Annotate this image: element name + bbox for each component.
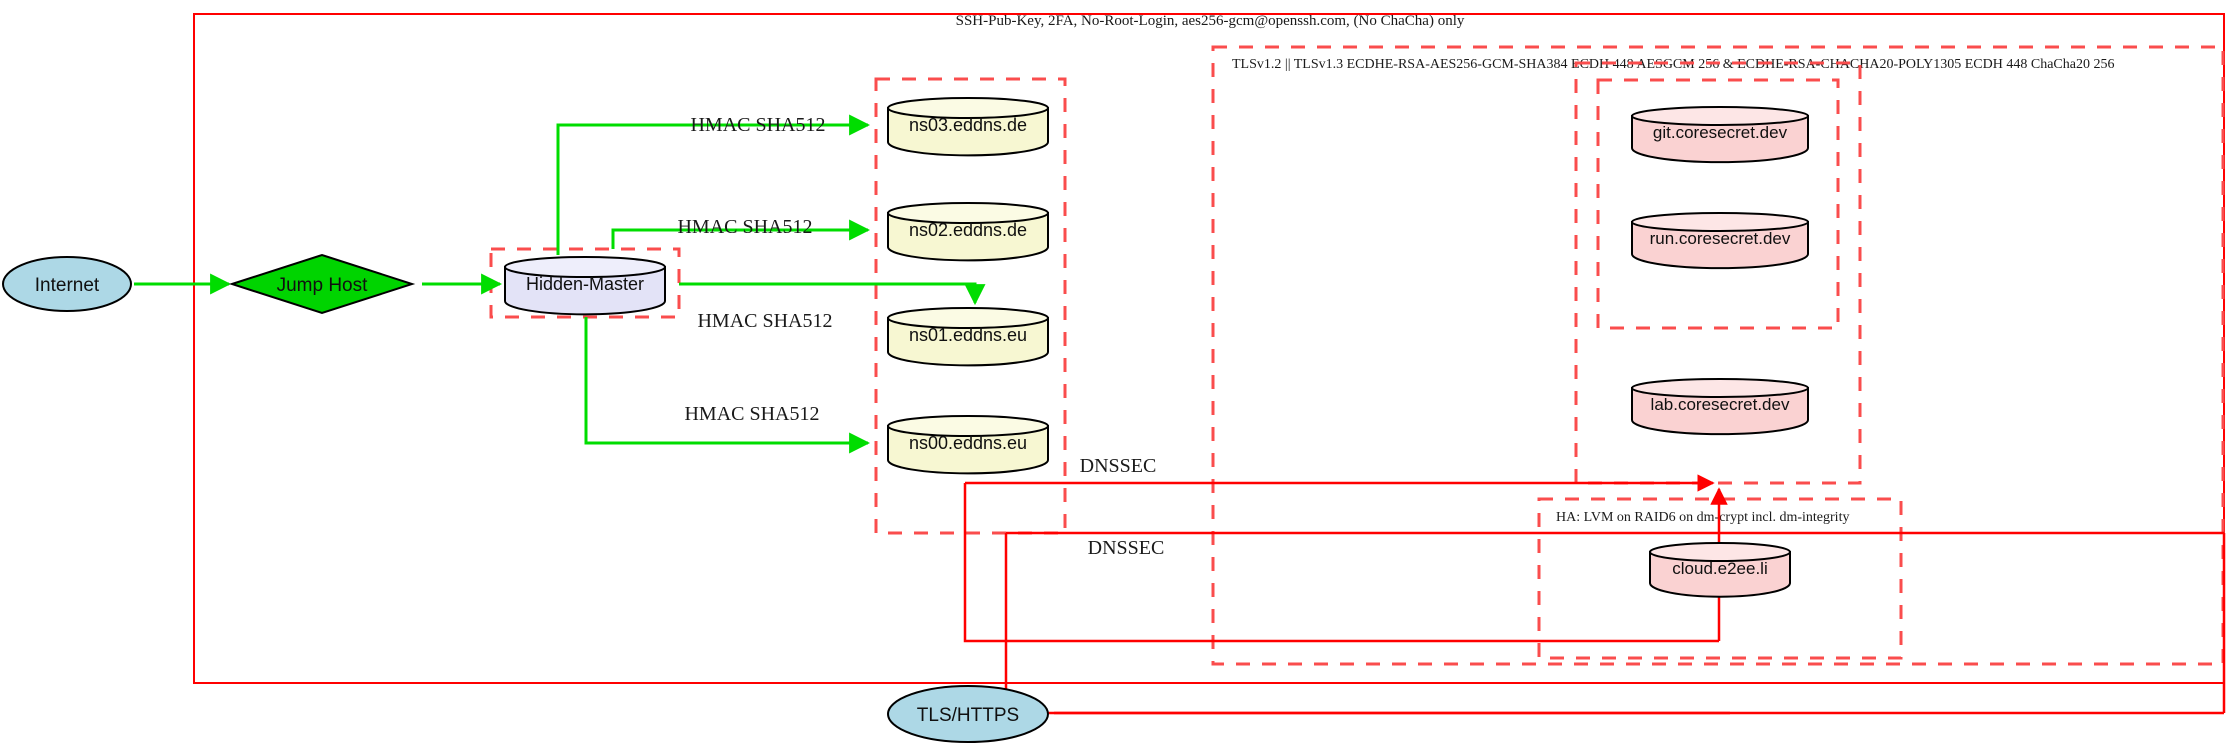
cluster-tls-zone-label: TLSv1.2 || TLSv1.3 ECDHE-RSA-AES256-GCM-… (1232, 57, 2114, 72)
cluster-coresecret-outer-zone (1574, 61, 1862, 485)
jump-host-diamond-shape (228, 253, 416, 315)
node-hidden-master[interactable]: Hidden-Master (504, 256, 666, 316)
lab-coresecret-cylinder-top (1631, 378, 1809, 398)
node-ns03-label: ns03.eddns.de (909, 115, 1027, 135)
node-ns03[interactable]: ns03.eddns.de (887, 97, 1049, 157)
edge-hidden-master-to-ns02 (611, 219, 871, 249)
edge-hidden-master-to-ns01 (679, 282, 986, 306)
cluster-dns-zone (874, 77, 1067, 535)
cloud-e2ee-cylinder-body (1649, 551, 1791, 598)
node-run-coresecret[interactable]: run.coresecret.dev (1631, 212, 1809, 270)
node-ns00-label: ns00.eddns.eu (909, 433, 1027, 453)
edge-dnssec-upper-return (963, 483, 1719, 643)
ns02-cylinder-top (887, 202, 1049, 224)
edge-hidden-master-to-ns00 (584, 317, 871, 454)
edge-label-hmac-ns02: HMAC SHA512 (677, 216, 812, 238)
hidden-master-cylinder-top (504, 256, 666, 278)
node-tls-https-label: TLS/HTTPS (917, 705, 1019, 726)
node-tls-https[interactable]: TLS/HTTPS (887, 685, 1049, 743)
internet-ellipse-shape (2, 256, 132, 312)
node-cloud-e2ee[interactable]: cloud.e2ee.li (1649, 542, 1791, 598)
cluster-ha-zone-label: HA: LVM on RAID6 on dm-crypt incl. dm-in… (1556, 510, 1849, 525)
ns01-cylinder-top (887, 307, 1049, 329)
cluster-ssh-zone (193, 13, 2225, 684)
cloud-e2ee-cylinder-top (1649, 542, 1791, 562)
node-internet[interactable]: Internet (2, 256, 132, 312)
node-ns00[interactable]: ns00.eddns.eu (887, 415, 1049, 475)
ns03-cylinder-body (887, 107, 1049, 157)
node-git-coresecret-label: git.coresecret.dev (1653, 123, 1788, 142)
edge-label-hmac-ns00: HMAC SHA512 (684, 403, 819, 425)
ns02-cylinder-body (887, 212, 1049, 262)
node-cloud-e2ee-label: cloud.e2ee.li (1672, 559, 1767, 578)
node-jump-host-label: Jump Host (277, 275, 369, 296)
node-git-coresecret[interactable]: git.coresecret.dev (1631, 106, 1809, 164)
node-lab-coresecret[interactable]: lab.coresecret.dev (1631, 378, 1809, 436)
cluster-ha-zone (1537, 497, 1903, 660)
edge-label-dnssec-upper: DNSSEC (1080, 455, 1157, 477)
node-ns02[interactable]: ns02.eddns.de (887, 202, 1049, 262)
cluster-coresecret-zone (1596, 78, 1840, 330)
node-ns01[interactable]: ns01.eddns.eu (887, 307, 1049, 367)
lab-coresecret-cylinder-body (1631, 387, 1809, 436)
node-hidden-master-label: Hidden-Master (526, 274, 644, 294)
ns01-cylinder-body (887, 317, 1049, 367)
edge-label-hmac-ns01: HMAC SHA512 (697, 310, 832, 332)
node-ns01-label: ns01.eddns.eu (909, 325, 1027, 345)
tls-https-ellipse-shape (887, 685, 1049, 743)
git-coresecret-cylinder-top (1631, 106, 1809, 126)
run-coresecret-cylinder-body (1631, 221, 1809, 270)
node-jump-host[interactable]: Jump Host (228, 253, 416, 315)
node-run-coresecret-label: run.coresecret.dev (1650, 229, 1791, 248)
run-coresecret-cylinder-top (1631, 212, 1809, 232)
git-coresecret-cylinder-body (1631, 115, 1809, 164)
edge-label-dnssec-lower: DNSSEC (1088, 537, 1165, 559)
edge-label-hmac-ns03: HMAC SHA512 (690, 114, 825, 136)
node-internet-label: Internet (35, 275, 100, 296)
ns00-cylinder-body (887, 425, 1049, 475)
hidden-master-cylinder-body (504, 266, 666, 316)
ns00-cylinder-top (887, 415, 1049, 437)
edge-dnssec-lower-bottom (1004, 533, 2224, 715)
cluster-ssh-zone-label: SSH-Pub-Key, 2FA, No-Root-Login, aes256-… (956, 13, 1465, 29)
node-lab-coresecret-label: lab.coresecret.dev (1651, 395, 1790, 414)
ns03-cylinder-top (887, 97, 1049, 119)
cluster-tls-zone (1211, 45, 2225, 666)
edge-hidden-master-to-ns03 (556, 114, 871, 255)
node-ns02-label: ns02.eddns.de (909, 220, 1027, 240)
